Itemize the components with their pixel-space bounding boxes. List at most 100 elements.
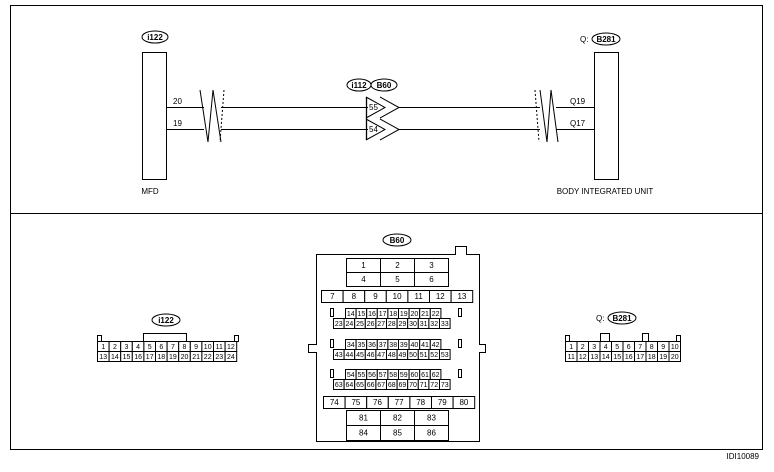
i122-pin-18: 18 [155, 351, 168, 362]
b281-pin-1-label: 1 [569, 344, 573, 351]
right-pin-q17: Q17 [570, 119, 586, 128]
i122-pin-15: 15 [120, 351, 133, 362]
b60-pin-72-label: 72 [430, 382, 438, 389]
b60-pin-17: 17 [376, 308, 389, 319]
connector-view-i122-tag-text: i122 [158, 316, 174, 325]
b60-pin-13-label: 13 [457, 292, 466, 301]
b60-pin-76: 76 [366, 396, 389, 409]
connector-tag-i112-text: i112 [351, 81, 367, 90]
b60-pin-58: 58 [387, 369, 399, 380]
b60-group2-tab-left [330, 339, 334, 348]
b60-pin-62-label: 62 [432, 372, 440, 379]
b60-pin-11: 11 [407, 290, 430, 303]
b60-pin-33-label: 33 [441, 321, 449, 328]
b281-pin-6-label: 6 [627, 344, 631, 351]
b281-pin-1: 1 [565, 341, 578, 352]
b60-pin-53-label: 53 [441, 352, 449, 359]
b60-pin-75-label: 75 [351, 398, 360, 407]
b60-pin-27-label: 27 [377, 321, 385, 328]
left-pin-20: 20 [173, 97, 182, 106]
b60-pin-71: 71 [417, 379, 430, 390]
i122-pin-12-label: 12 [227, 344, 235, 351]
i122-pin-17: 17 [143, 351, 156, 362]
b281-pin-4: 4 [599, 341, 612, 352]
b60-pin-25-label: 25 [356, 321, 364, 328]
i122-pin-20-label: 20 [181, 354, 189, 361]
b281-pin-5-label: 5 [615, 344, 619, 351]
b60-pin-44-label: 44 [346, 352, 354, 359]
i122-pin-6: 6 [155, 341, 168, 352]
b60-pin-31: 31 [417, 318, 430, 329]
b60-pin-11-label: 11 [415, 292, 424, 301]
b281-pin-7-label: 7 [638, 344, 642, 351]
i122-pin-17-label: 17 [146, 354, 154, 361]
b60-pin-2-label: 2 [395, 261, 400, 270]
b60-group1-tab-left [330, 308, 334, 317]
b281-pin-15: 15 [611, 351, 624, 362]
b60-pin-50: 50 [407, 349, 419, 360]
b60-pin-43: 43 [333, 349, 345, 360]
b60-group1-tab-right [458, 308, 462, 317]
b60-pin-85-label: 85 [393, 429, 402, 438]
b60-pin-69: 69 [396, 379, 409, 390]
b60-pin-53: 53 [439, 349, 451, 360]
connector-tag-b60 [370, 78, 398, 92]
b281-pin-14-label: 14 [602, 354, 610, 361]
b60-pin-13-cell [450, 290, 474, 303]
mfd-unit-box [142, 52, 167, 180]
b60-pin-22: 22 [429, 308, 442, 319]
mid-pin-55: 55 [369, 103, 378, 112]
b60-pin-64-label: 64 [346, 382, 354, 389]
b60-pin-17-label: 17 [379, 311, 387, 318]
b281-pin-17: 17 [634, 351, 647, 362]
mid-pin-54: 54 [369, 125, 378, 134]
b60-group3-tab-left [330, 369, 334, 378]
i122-pin-16: 16 [131, 351, 145, 362]
b60-pin-37-label: 37 [379, 342, 387, 349]
b60-pin-36-label: 36 [368, 342, 376, 349]
b60-pin-5: 5 [380, 272, 415, 287]
b60-pin-54: 54 [345, 369, 357, 380]
b281-latch-right [676, 335, 681, 342]
mid-connector-arrow-upper-inner [379, 96, 401, 119]
figure-id: IDI10089 [727, 452, 760, 461]
b60-pin-9: 9 [364, 290, 387, 303]
i122-pin-3-label: 3 [125, 344, 129, 351]
b281-key-2 [642, 333, 649, 342]
connector-view-b60-tag [382, 233, 412, 247]
b60-pin-20: 20 [408, 308, 421, 319]
b60-group3-tab-right [458, 369, 462, 378]
wire-break-left-dashed [219, 89, 225, 143]
b60-pin-67: 67 [375, 379, 387, 390]
b60-pin-5-label: 5 [395, 275, 400, 284]
b60-pin-34-label: 34 [347, 342, 355, 349]
b60-pin-73-cell [439, 379, 451, 390]
b60-pin-83-label: 83 [427, 414, 436, 423]
i122-pin-23: 23 [213, 351, 226, 362]
b60-pin-14: 14 [345, 308, 357, 319]
b281-pin-13: 13 [588, 351, 601, 362]
i122-pin-6-label: 6 [159, 344, 163, 351]
b60-pin-32: 32 [428, 318, 440, 329]
b60-pin-47: 47 [375, 349, 387, 360]
i122-pin-19-label: 19 [169, 354, 177, 361]
b60-pin-64: 64 [343, 379, 356, 390]
b60-pin-26-label: 26 [367, 321, 375, 328]
i122-pin-2-label: 2 [113, 344, 117, 351]
b60-pin-77-label: 77 [395, 398, 404, 407]
b60-pin-7-label: 7 [330, 292, 335, 301]
b60-pin-86-cell [414, 425, 449, 441]
i122-latch-right [234, 335, 239, 342]
b60-pin-42: 42 [429, 339, 442, 350]
b60-pin-57: 57 [376, 369, 389, 380]
b60-pin-85: 85 [380, 425, 415, 441]
b60-pin-54-label: 54 [347, 372, 355, 379]
b60-pin-69-label: 69 [399, 382, 407, 389]
b281-pin-3-label: 3 [592, 344, 596, 351]
i122-pin-7-label: 7 [171, 344, 175, 351]
connector-view-b281-prefix: Q: [596, 314, 604, 323]
i122-pin-16-label: 16 [134, 354, 142, 361]
b60-pin-36: 36 [366, 339, 378, 350]
i122-pin-4-label: 4 [136, 344, 140, 351]
